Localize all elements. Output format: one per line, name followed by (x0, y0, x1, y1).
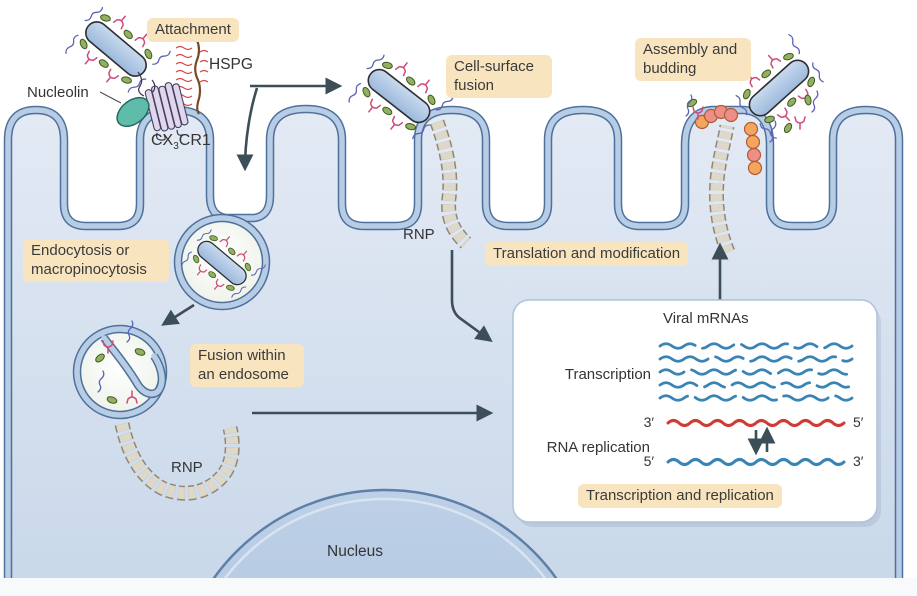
attachment-badge: Attachment (147, 18, 239, 43)
transcription-replication-badge: Transcription and replication (578, 484, 782, 509)
cx3cr1-subscript: 3 (173, 141, 179, 152)
fusion-endosome-badge: Fusion within an endosome (190, 344, 304, 388)
translation-badge: Translation and modification (485, 242, 689, 267)
arrow-attachment-to-endocytosis (236, 87, 259, 172)
flow-arrows (161, 77, 729, 422)
rnp-helix-cell-surface (429, 119, 472, 249)
nucleus-label: Nucleus (327, 543, 383, 560)
rnp-entry-label: RNP (403, 226, 435, 243)
cx3cr1-suffix: CR1 (178, 132, 211, 149)
assembly-budding-badge: Assembly and budding (635, 38, 751, 82)
hspg-label: HSPG (209, 56, 253, 73)
attachment-tether (137, 71, 156, 97)
rnp-cytoplasmic-label: RNP (171, 459, 203, 476)
fusion-endosome (72, 320, 168, 420)
genome-5prime-label: 5′ (643, 453, 654, 469)
antigenome-5prime-label: 5′ (853, 414, 864, 430)
cx3cr1-receptor (144, 82, 189, 141)
endocytic-vesicle (173, 213, 271, 311)
nucleus (201, 488, 569, 596)
antigenome-rna (666, 419, 846, 427)
replication-arrows (747, 426, 776, 456)
arrow-vesicle-to-endosome (161, 303, 195, 326)
rnp-helix-assembly (709, 124, 735, 255)
endocytosis-badge: Endocytosis or macropinocytosis (23, 239, 169, 283)
viral-mrna-waves (658, 342, 854, 402)
cx3cr1-prefix: CX (151, 132, 174, 149)
arrow-rnp-to-panel (450, 250, 493, 342)
antigenome-3prime-label: 3′ (643, 414, 654, 430)
genome-rna (666, 458, 846, 466)
figure-bottom-margin (0, 578, 917, 596)
transcription-panel (512, 299, 881, 527)
rnp-helix-endosome-exit (114, 422, 240, 501)
rna-replication-label: RNA replication (546, 439, 650, 456)
cx3cr1-label: CX3CR1 (151, 131, 211, 153)
nucleolin-label: Nucleolin (27, 84, 89, 101)
transcription-label: Transcription (564, 366, 651, 383)
genome-3prime-label: 3′ (853, 453, 864, 469)
cell-surface-fusion-badge: Cell-surface fusion (446, 55, 552, 99)
nucleolin-protein (99, 91, 150, 128)
viral-mrnas-title: Viral mRNAs (663, 310, 749, 327)
